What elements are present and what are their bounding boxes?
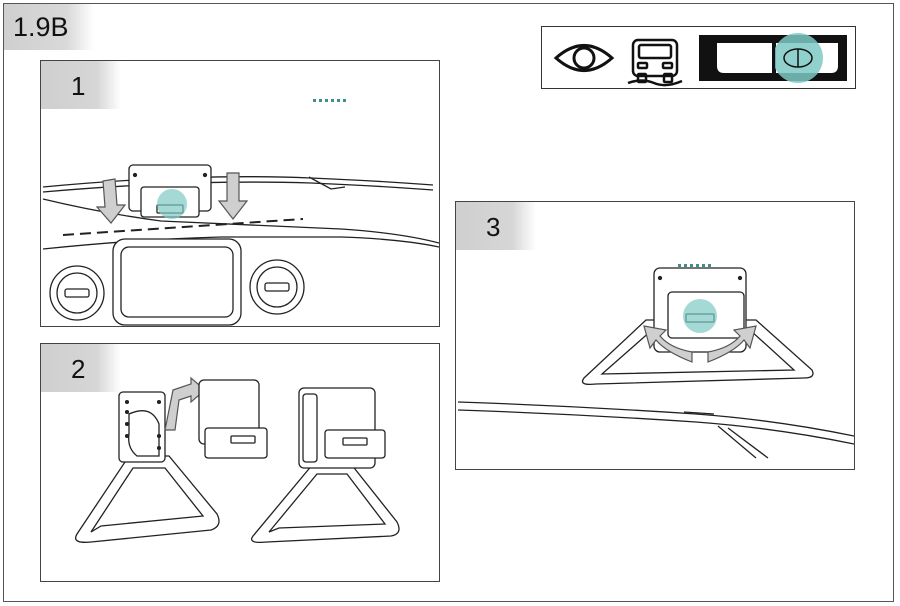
- windshield-edge: [457, 401, 854, 459]
- center-display: [112, 238, 242, 326]
- vehicle-front-icon: [627, 38, 683, 87]
- down-arrow-right: [217, 172, 249, 220]
- step-1-number: 1: [41, 61, 121, 109]
- camera-unit-detached: [198, 379, 268, 459]
- bracket-base-right: [250, 463, 400, 544]
- dashboard-outline: [42, 198, 439, 250]
- step-2-panel: 2: [40, 343, 440, 582]
- attach-arrow: [164, 376, 206, 431]
- mounting-line: [62, 218, 304, 236]
- rotate-arrow-right: [707, 325, 757, 363]
- air-vent-right: [249, 259, 305, 315]
- status-indicator-dots: [678, 264, 711, 267]
- step-2-number: 2: [41, 344, 121, 392]
- air-vent-left: [49, 265, 105, 321]
- page-frame: [3, 3, 894, 602]
- windshield-camera-position-icon: [699, 33, 847, 83]
- step-1-panel: 1: [40, 60, 440, 327]
- status-indicator-dots: [313, 99, 346, 102]
- camera-module: [128, 164, 212, 219]
- rotate-arrow-left: [643, 325, 693, 363]
- camera-unit-assembled: [298, 387, 386, 469]
- eye-icon: [553, 44, 615, 72]
- section-label: 1.9B: [4, 4, 94, 50]
- bracket-mount-plate-left: [118, 391, 166, 463]
- camera-module: [653, 267, 747, 353]
- down-arrow-left: [95, 178, 127, 224]
- bracket-base-left: [74, 455, 220, 543]
- windshield-edge: [42, 176, 434, 193]
- step-3-number: 3: [456, 202, 536, 250]
- icon-legend: [541, 26, 856, 89]
- step-3-panel: 3: [455, 201, 855, 470]
